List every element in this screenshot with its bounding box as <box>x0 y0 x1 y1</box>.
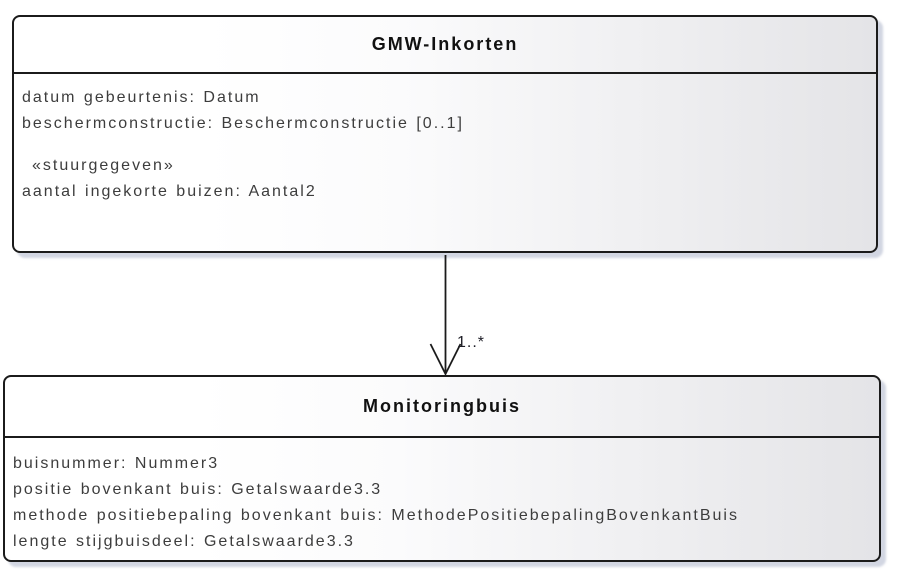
class-attributes-section: buisnummer: Nummer3 positie bovenkant bu… <box>5 438 879 555</box>
class-title-monitoringbuis: Monitoringbuis <box>5 377 879 438</box>
class-box-monitoringbuis[interactable]: Monitoringbuis buisnummer: Nummer3 posit… <box>3 375 881 562</box>
stereotype-group: «stuurgegeven» aantal ingekorte buizen: … <box>22 153 870 205</box>
association-multiplicity: 1..* <box>457 334 486 351</box>
stereotype-label: «stuurgegeven» <box>32 157 175 174</box>
open-arrowhead-icon <box>429 343 462 377</box>
attribute-lengte-stijgbuisdeel: lengte stijgbuisdeel: Getalswaarde3.3 <box>13 533 355 550</box>
attribute-positie-bovenkant-buis: positie bovenkant buis: Getalswaarde3.3 <box>13 481 383 498</box>
class-box-gmw-inkorten[interactable]: GMW-Inkorten datum gebeurtenis: Datum be… <box>12 15 878 253</box>
attribute-beschermconstructie: beschermconstructie: Beschermconstructie… <box>22 115 464 132</box>
attribute-methode-positiebepaling: methode positiebepaling bovenkant buis: … <box>13 507 739 524</box>
class-attributes-section: datum gebeurtenis: Datum beschermconstru… <box>14 74 876 205</box>
association-connector[interactable] <box>415 252 495 377</box>
attribute-buisnummer: buisnummer: Nummer3 <box>13 455 220 472</box>
attribute-aantal-ingekorte-buizen: aantal ingekorte buizen: Aantal2 <box>22 183 317 200</box>
class-title-gmw-inkorten: GMW-Inkorten <box>14 17 876 74</box>
attribute-datum-gebeurtenis: datum gebeurtenis: Datum <box>22 89 261 106</box>
